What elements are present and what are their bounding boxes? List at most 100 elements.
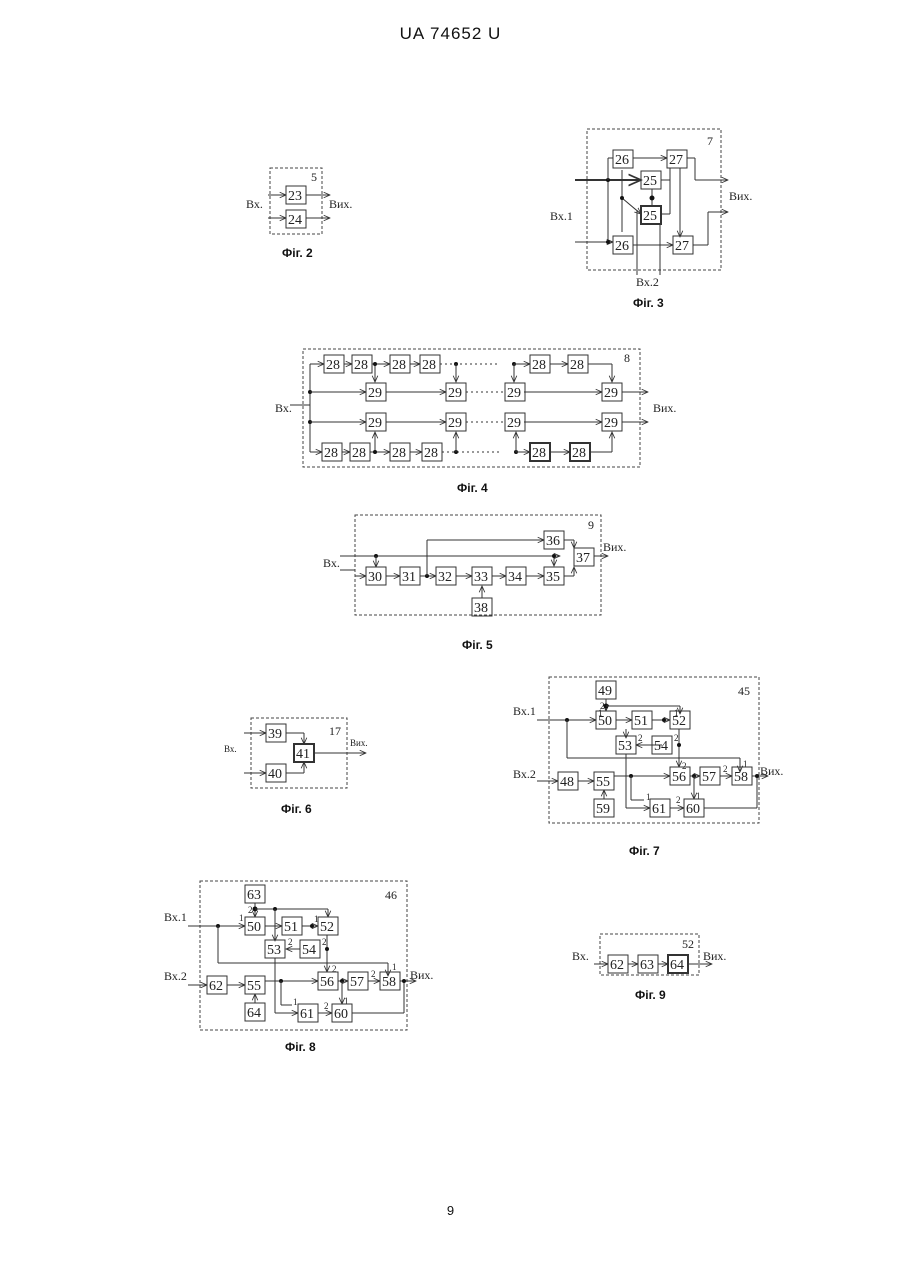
svg-text:32: 32: [438, 570, 452, 585]
output-label: Вих.: [703, 949, 726, 963]
block-56: 56: [670, 767, 690, 785]
svg-text:1: 1: [392, 962, 397, 972]
block-31: 31: [400, 567, 420, 585]
svg-text:1: 1: [293, 997, 298, 1007]
input-1-label: Вх.1: [513, 704, 536, 718]
block-28-bottom-4: 28: [422, 443, 442, 461]
output-label: Вих.: [653, 401, 676, 415]
output-label: Вих.: [603, 540, 626, 554]
figure-2: 5 Вх. Вих. 23 24 Фіг. 2: [246, 168, 352, 260]
svg-text:31: 31: [402, 570, 416, 585]
svg-text:55: 55: [247, 979, 261, 994]
svg-text:28: 28: [532, 446, 546, 461]
svg-text:28: 28: [392, 446, 406, 461]
block-28-top-5: 28: [530, 355, 550, 373]
block-64: 64: [245, 1003, 265, 1021]
svg-text:37: 37: [576, 551, 590, 566]
block-55: 55: [245, 976, 265, 994]
svg-text:57: 57: [702, 770, 716, 785]
block-60: 60: [684, 799, 704, 817]
block-50: 50: [245, 917, 265, 935]
svg-text:2: 2: [638, 733, 643, 743]
svg-text:40: 40: [268, 767, 282, 782]
block-61: 61: [650, 799, 670, 817]
block-32: 32: [436, 567, 456, 585]
block-63: 63: [638, 955, 658, 973]
svg-text:60: 60: [334, 1007, 348, 1022]
svg-text:28: 28: [572, 446, 586, 461]
svg-text:54: 54: [302, 943, 316, 958]
block-34: 34: [506, 567, 526, 585]
figure-caption: Фіг. 5: [462, 638, 493, 652]
figure-6: 17 Вх. Вих. 39 40 41 Фіг. 6: [224, 718, 368, 816]
svg-text:33: 33: [474, 570, 488, 585]
block-49: 49: [596, 681, 616, 699]
svg-text:28: 28: [422, 358, 436, 373]
block-25-lower: 25: [641, 206, 661, 224]
block-61: 61: [298, 1004, 318, 1022]
figure-3: 7 Вх.1 Вх.2 Вих. 26 27 25 25 26: [550, 129, 752, 310]
svg-text:29: 29: [448, 416, 462, 431]
block-41: 41: [294, 744, 314, 762]
figure-caption: Фіг. 7: [629, 844, 660, 858]
block-58: 58: [380, 972, 400, 990]
block-25-upper: 25: [641, 171, 661, 189]
svg-text:56: 56: [320, 975, 334, 990]
input-2-label: Вх.2: [636, 275, 659, 289]
svg-text:29: 29: [507, 386, 521, 401]
block-57: 57: [348, 972, 368, 990]
figure-caption: Фіг. 8: [285, 1040, 316, 1054]
output-label: Вих.: [729, 189, 752, 203]
block-28-top-6: 28: [568, 355, 588, 373]
svg-text:2: 2: [600, 701, 605, 711]
block-28-bottom-2: 28: [350, 443, 370, 461]
svg-text:61: 61: [652, 802, 666, 817]
block-29-upper-2: 29: [446, 383, 466, 401]
input-2-label: Вх.2: [164, 969, 187, 983]
svg-text:28: 28: [324, 446, 338, 461]
figure-7: 45 Вх.1 Вх.2 Вих.: [513, 677, 783, 858]
svg-text:58: 58: [734, 770, 748, 785]
block-24: 24: [286, 210, 306, 228]
block-29-lower-1: 29: [366, 413, 386, 431]
block-39: 39: [266, 724, 286, 742]
svg-text:27: 27: [669, 153, 683, 168]
svg-text:29: 29: [368, 416, 382, 431]
figure-4: 8 Вх. Вих.: [275, 349, 676, 495]
svg-text:28: 28: [392, 358, 406, 373]
svg-text:62: 62: [610, 958, 624, 973]
module-number: 9: [588, 518, 594, 532]
block-30: 30: [366, 567, 386, 585]
block-28-bottom-1: 28: [322, 443, 342, 461]
block-60: 60: [332, 1004, 352, 1022]
page-number: 9: [0, 1203, 901, 1218]
block-28-top-4: 28: [420, 355, 440, 373]
figure-caption: Фіг. 2: [282, 246, 313, 260]
svg-text:54: 54: [654, 739, 668, 754]
block-62: 62: [608, 955, 628, 973]
block-33: 33: [472, 567, 492, 585]
figure-caption: Фіг. 3: [633, 296, 664, 310]
svg-text:62: 62: [209, 979, 223, 994]
block-29-lower-3: 29: [505, 413, 525, 431]
svg-text:41: 41: [296, 747, 310, 762]
figure-8: 46 Вх.1 Вх.2 Вих.: [164, 881, 433, 1054]
svg-text:26: 26: [615, 153, 629, 168]
module-number: 8: [624, 351, 630, 365]
block-54: 54: [652, 736, 672, 754]
svg-text:29: 29: [448, 386, 462, 401]
input-label: Вх.: [246, 197, 263, 211]
figure-caption: Фіг. 4: [457, 481, 488, 495]
module-number: 7: [707, 134, 713, 148]
block-29-upper-3: 29: [505, 383, 525, 401]
svg-text:48: 48: [560, 775, 574, 790]
svg-text:57: 57: [350, 975, 364, 990]
svg-text:36: 36: [546, 534, 560, 549]
block-29-lower-2: 29: [446, 413, 466, 431]
block-55: 55: [594, 772, 614, 790]
svg-text:49: 49: [598, 684, 612, 699]
svg-text:50: 50: [598, 714, 612, 729]
block-26-bottom: 26: [613, 236, 633, 254]
svg-text:25: 25: [643, 209, 657, 224]
